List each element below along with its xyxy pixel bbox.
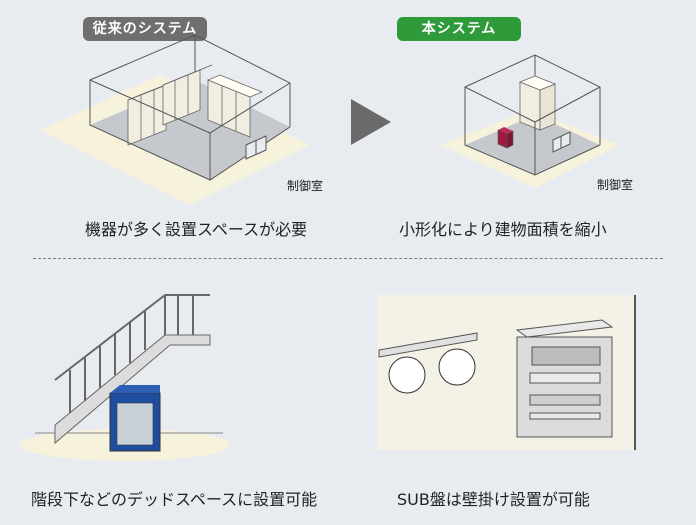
compact-unit-red	[497, 127, 514, 149]
old-room-label: 制御室	[287, 179, 324, 193]
old-system-room-illustration	[40, 34, 310, 205]
new-room-label: 制御室	[597, 178, 634, 192]
old-system-caption: 機器が多く設置スペースが必要	[85, 220, 308, 239]
stairs-illustration	[20, 294, 230, 461]
cabinet-group-3	[206, 74, 264, 138]
room-floor	[465, 115, 600, 175]
helmet-rack	[378, 332, 478, 394]
cabinet-group-2	[162, 64, 213, 126]
new-system-badge: 本システム	[397, 17, 521, 41]
stairs-caption: 階段下などのデッドスペースに設置可能	[31, 490, 318, 509]
blue-cabinet	[109, 385, 161, 452]
arrow-right-icon	[351, 99, 391, 145]
old-system-badge: 従来のシステム	[83, 17, 207, 41]
wall-panel-caption: SUB盤は壁掛け設置が可能	[397, 490, 590, 509]
new-system-caption: 小形化により建物面積を縮小	[399, 220, 607, 239]
terminal-box	[515, 319, 614, 438]
cabinet-compact	[518, 75, 557, 131]
stair-railing	[54, 294, 210, 413]
section-divider	[33, 258, 663, 259]
wall-panel-illustration	[377, 295, 636, 450]
new-system-room-illustration	[440, 54, 620, 188]
